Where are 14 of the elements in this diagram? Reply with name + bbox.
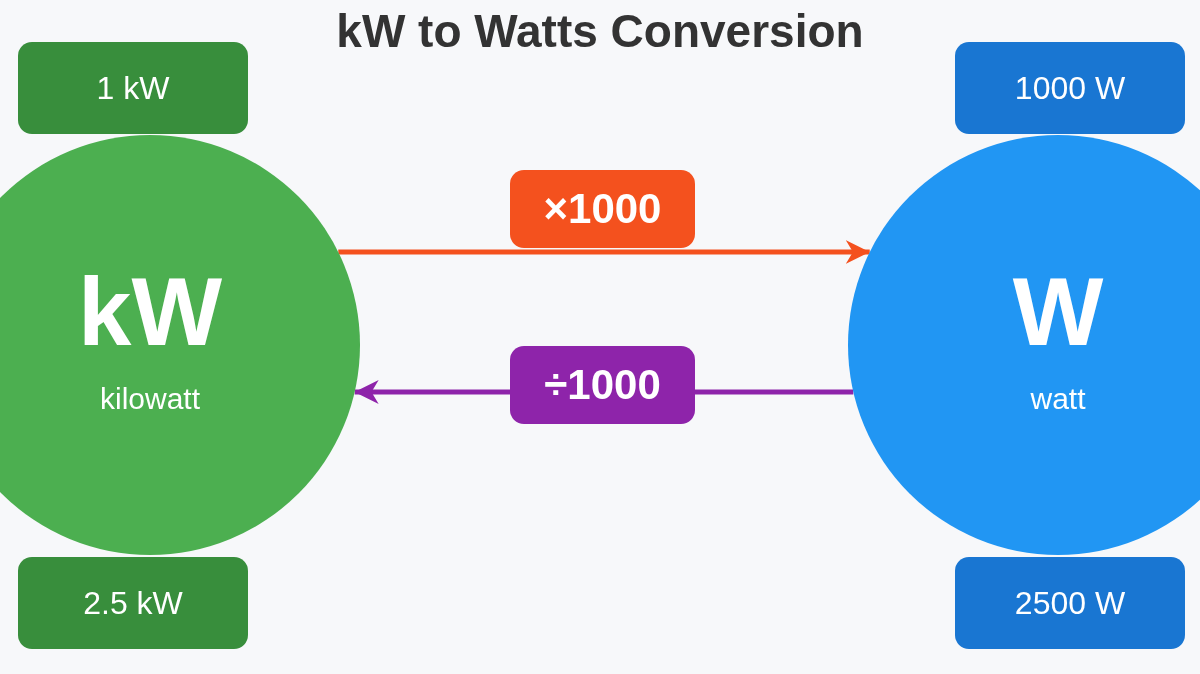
unit-symbol: kW bbox=[78, 264, 222, 360]
arrow bbox=[338, 240, 870, 264]
unit-name: watt bbox=[1030, 382, 1086, 416]
unit-name: kilowatt bbox=[99, 382, 200, 416]
value-badge: 1000 W bbox=[955, 42, 1185, 134]
value-badge: 2.5 kW bbox=[18, 557, 248, 649]
unit-circle bbox=[848, 135, 1200, 555]
value-badge: 1 kW bbox=[18, 42, 248, 134]
title: kW to Watts Conversion bbox=[335, 4, 865, 58]
edge-label: ÷1000 bbox=[510, 346, 695, 424]
value-badge: 2500 W bbox=[955, 557, 1185, 649]
unit-circle bbox=[0, 135, 360, 555]
edge-label: ×1000 bbox=[510, 170, 695, 248]
unit-symbol: W bbox=[1012, 264, 1104, 360]
